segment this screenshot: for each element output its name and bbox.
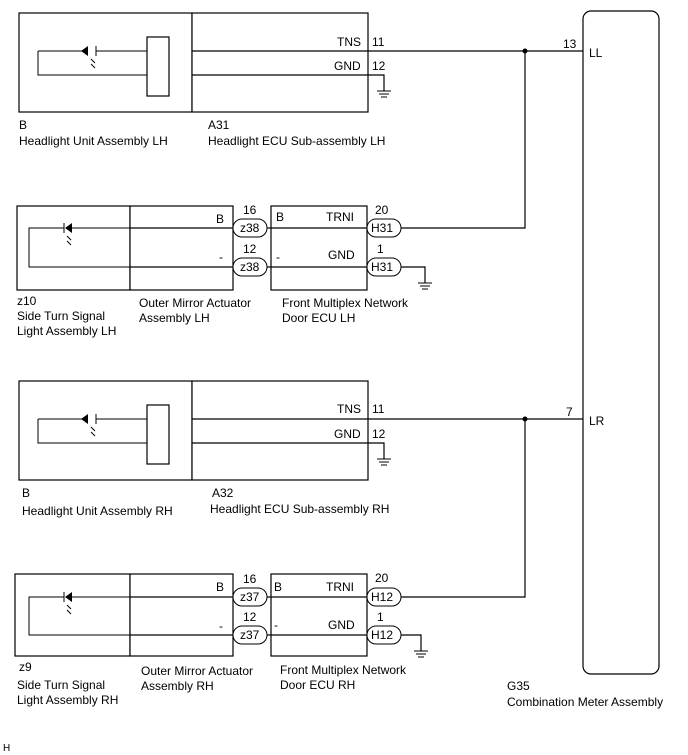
lh-ecu-tns-label: TNS <box>337 35 361 49</box>
rh-headlight-group: TNS GND 11 12 B Headlight Unit Assembly … <box>18 380 583 518</box>
door-ecu-rh-minus-label: - <box>274 618 278 632</box>
side-turn-rh-name-2: Light Assembly RH <box>17 693 118 707</box>
connector-z37-b-label: z37 <box>240 590 260 604</box>
led-icon <box>37 404 170 465</box>
rh-turn-signal-group: B - z37 z37 16 12 B - TRNI GND H12 H12 2… <box>14 419 526 707</box>
lh-ecu-gnd-pin: 12 <box>372 59 386 73</box>
meter-lr-pin: 7 <box>566 405 573 419</box>
ground-icon <box>368 74 391 98</box>
mirror-rh-pin-b: 16 <box>243 572 257 586</box>
headlight-ecu-lh-box <box>191 12 369 113</box>
side-turn-lh-code: z10 <box>17 294 37 308</box>
combination-meter-name: Combination Meter Assembly <box>507 695 663 709</box>
door-ecu-rh-name-2: Door ECU RH <box>280 678 355 692</box>
side-turn-rh-code: z9 <box>19 660 32 674</box>
led-icon <box>28 223 130 268</box>
mirror-rh-b-label: B <box>216 580 224 594</box>
door-ecu-lh-name-1: Front Multiplex Network <box>282 296 409 310</box>
headlight-ecu-lh-name: Headlight ECU Sub-assembly LH <box>208 134 385 148</box>
headlight-ecu-rh-name: Headlight ECU Sub-assembly RH <box>210 502 389 516</box>
mirror-rh-box <box>129 573 234 657</box>
meter-ll-label: LL <box>589 46 603 60</box>
door-ecu-lh-b-label: B <box>276 210 284 224</box>
lh-headlight-group: TNS GND 11 12 B Headlight Unit Assembly … <box>18 12 583 148</box>
ground-icon <box>401 266 432 290</box>
door-ecu-rh-gnd-label: GND <box>328 618 355 632</box>
mirror-rh-name-1: Outer Mirror Actuator <box>141 664 253 678</box>
meter-lr-label: LR <box>589 414 605 428</box>
connector-z37-minus-label: z37 <box>240 628 260 642</box>
lh-turn-signal-group: B - z38 z38 16 12 B - TRNI GND H31 H31 2… <box>16 51 526 338</box>
combination-meter-box <box>582 10 660 675</box>
mirror-lh-b-label: B <box>216 212 224 226</box>
meter-ll-pin: 13 <box>563 37 577 51</box>
door-ecu-lh-pin-gnd: 1 <box>377 242 384 256</box>
mirror-lh-name-2: Assembly LH <box>139 311 210 325</box>
door-ecu-rh-trni-label: TRNI <box>326 580 354 594</box>
side-turn-lh-box <box>16 205 131 291</box>
headlight-unit-rh-code: B <box>22 486 30 500</box>
headlight-unit-lh-name: Headlight Unit Assembly LH <box>19 134 168 148</box>
door-ecu-lh-name-2: Door ECU LH <box>282 311 355 325</box>
mirror-rh-minus-label: - <box>219 619 223 633</box>
mirror-rh-name-2: Assembly RH <box>141 679 214 693</box>
rh-ecu-gnd-pin: 12 <box>372 427 386 441</box>
headlight-unit-rh-name: Headlight Unit Assembly RH <box>22 504 173 518</box>
ground-icon <box>368 442 391 466</box>
door-ecu-lh-gnd-label: GND <box>328 248 355 262</box>
rh-ecu-tns-pin: 11 <box>372 402 385 416</box>
mirror-rh-pin-minus: 12 <box>243 610 257 624</box>
side-turn-lh-name-1: Side Turn Signal <box>17 309 105 323</box>
door-ecu-lh-trni-label: TRNI <box>326 210 354 224</box>
door-ecu-lh-pin-trni: 20 <box>375 203 389 217</box>
connector-h12-trni-label: H12 <box>371 590 393 604</box>
connector-h31-trni-label: H31 <box>371 221 393 235</box>
ground-icon <box>401 634 428 658</box>
door-ecu-lh-box <box>270 205 368 291</box>
mirror-lh-name-1: Outer Mirror Actuator <box>139 296 251 310</box>
headlight-ecu-rh-box <box>191 380 369 481</box>
door-ecu-lh-minus-label: - <box>276 250 280 264</box>
lh-ecu-gnd-label: GND <box>334 59 361 73</box>
headlight-ecu-lh-code: A31 <box>208 118 230 132</box>
mirror-lh-box <box>129 205 234 291</box>
led-icon <box>28 592 130 636</box>
side-turn-rh-box <box>14 573 131 657</box>
door-ecu-rh-pin-gnd: 1 <box>377 610 384 624</box>
rh-ecu-tns-label: TNS <box>337 402 361 416</box>
headlight-ecu-rh-code: A32 <box>212 486 234 500</box>
led-icon <box>37 36 170 97</box>
door-ecu-rh-b-label: B <box>274 580 282 594</box>
combination-meter-code: G35 <box>507 679 530 693</box>
mirror-lh-minus-label: - <box>219 250 223 264</box>
connector-h31-gnd-label: H31 <box>371 260 393 274</box>
door-ecu-rh-name-1: Front Multiplex Network <box>280 663 407 677</box>
door-ecu-rh-pin-trni: 20 <box>375 571 389 585</box>
door-ecu-rh-box <box>270 573 368 657</box>
side-turn-rh-name-1: Side Turn Signal <box>17 678 105 692</box>
headlight-unit-lh-code: B <box>19 118 27 132</box>
mirror-lh-pin-b: 16 <box>243 203 257 217</box>
connector-z38-b-label: z38 <box>240 221 260 235</box>
footer-mark: H <box>3 743 10 754</box>
side-turn-lh-name-2: Light Assembly LH <box>17 324 116 338</box>
connector-h12-gnd-label: H12 <box>371 628 393 642</box>
rh-ecu-gnd-label: GND <box>334 427 361 441</box>
lh-ecu-tns-pin: 11 <box>372 35 385 49</box>
connector-z38-minus-label: z38 <box>240 260 260 274</box>
mirror-lh-pin-minus: 12 <box>243 242 257 256</box>
